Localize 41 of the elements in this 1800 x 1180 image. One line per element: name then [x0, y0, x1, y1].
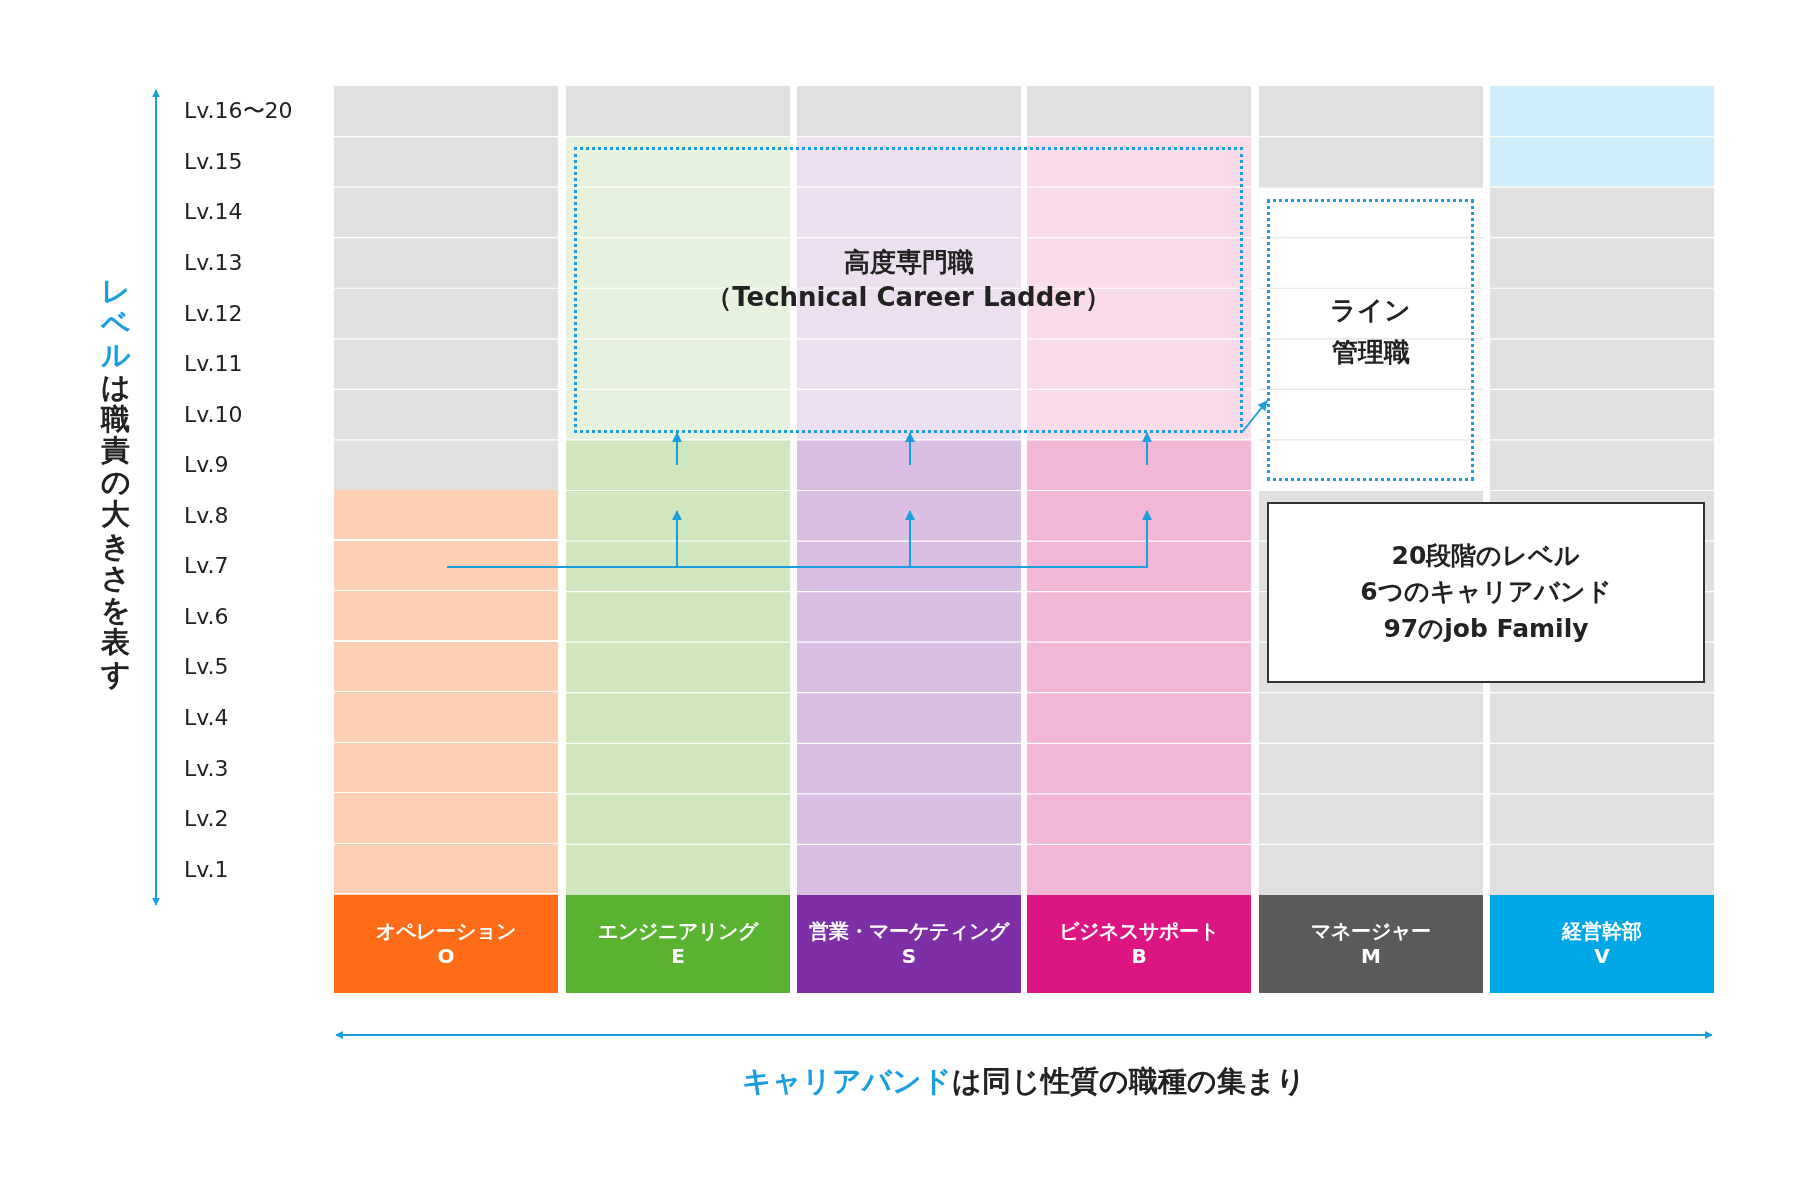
caption: キャリアバンドは同じ性質の職種の集まり [741, 1063, 1307, 1100]
level-label: Lv.12 [184, 302, 243, 325]
level-label: Lv.3 [184, 757, 229, 780]
band-code: O [437, 944, 455, 969]
arrow [905, 432, 915, 466]
arrow [672, 432, 682, 466]
band-name: 経営幹部 [1562, 919, 1642, 944]
level-label: Lv.4 [184, 707, 229, 729]
band-name: ビジネスサポート [1059, 919, 1219, 944]
band-name: オペレーション [376, 919, 516, 944]
arrow [1242, 400, 1268, 432]
band-code: V [1594, 944, 1610, 969]
level-label: Lv.6 [184, 605, 229, 628]
band-code: S [901, 944, 917, 969]
band-name: エンジニアリング [598, 919, 758, 944]
band-code: M [1361, 944, 1381, 969]
band-name: 営業・マーケティング [809, 919, 1009, 944]
level-label: Lv.7 [184, 555, 229, 578]
band-code: E [671, 944, 685, 969]
level-label: Lv.5 [184, 656, 229, 679]
track-label: 高度専門職 [843, 246, 974, 279]
level-label: Lv.10 [184, 403, 243, 426]
axis-title: レベルは職責の大きさを表す [101, 276, 130, 691]
level-label: Lv.8 [184, 504, 229, 527]
level-label: Lv.11 [184, 353, 243, 376]
level-label: Lv.13 [184, 251, 243, 274]
level-label: Lv.2 [184, 808, 229, 831]
level-label: Lv.1 [184, 858, 229, 881]
band-name: マネージャー [1311, 919, 1431, 944]
level-label: Lv.14 [184, 201, 243, 224]
level-label: Lv.15 [184, 150, 243, 173]
arrow [1142, 432, 1152, 466]
summary-text: 97のjob Family [1383, 612, 1589, 645]
level-band [334, 490, 558, 895]
track-label: （Technical Career Ladder） [706, 281, 1111, 315]
summary-text: 6つのキャリアバンド [1360, 576, 1612, 609]
level-label: Lv.9 [184, 454, 229, 477]
band-code: B [1131, 944, 1147, 969]
track-label: ライン管理職 [1329, 294, 1412, 369]
summary-text: 20段階のレベル [1391, 540, 1581, 573]
level-label: Lv.16〜20 [184, 100, 293, 123]
